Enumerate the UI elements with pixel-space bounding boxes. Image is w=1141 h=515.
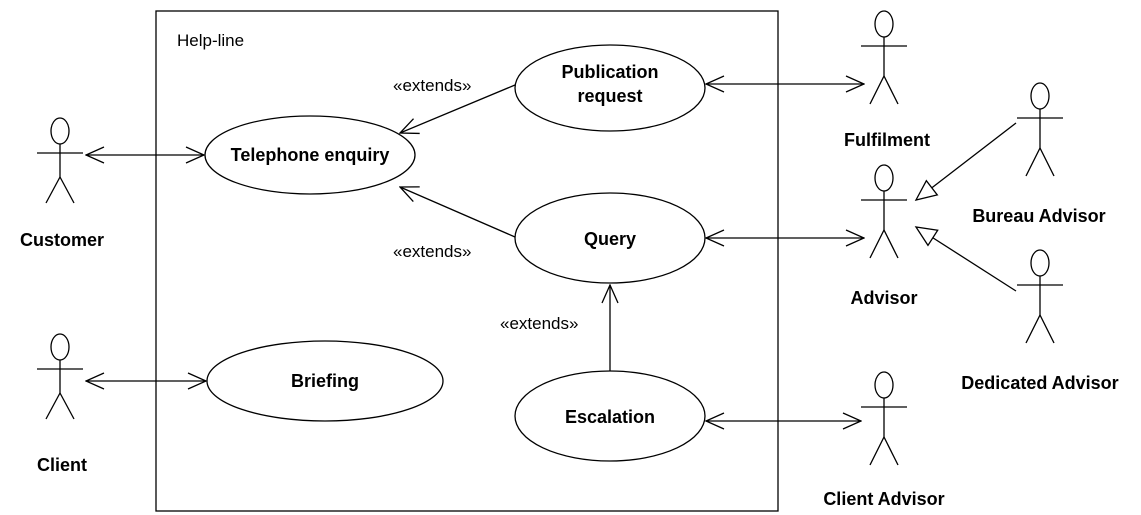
use-case-briefing: Briefing bbox=[206, 340, 444, 422]
use-case-query: Query bbox=[514, 192, 706, 284]
actor-bureau-advisor-label: Bureau Advisor bbox=[972, 206, 1105, 226]
extends-query-label: «extends» bbox=[393, 242, 471, 261]
actor-customer-label: Customer bbox=[20, 230, 104, 250]
use-case-escalation: Escalation bbox=[514, 370, 706, 462]
actor-dedicated-advisor bbox=[1017, 249, 1063, 344]
stick-figure-icon bbox=[861, 371, 907, 466]
extends-publication-label: «extends» bbox=[393, 76, 471, 95]
use-case-publication-request: Publication request bbox=[514, 44, 706, 132]
extends-query-to-telephone-line bbox=[400, 187, 516, 238]
actor-customer bbox=[37, 117, 83, 204]
actor-dedicated-advisor-label: Dedicated Advisor bbox=[961, 373, 1118, 393]
actor-client-advisor-label: Client Advisor bbox=[823, 489, 944, 509]
extends-escalation-label: «extends» bbox=[500, 314, 578, 333]
stick-figure-icon bbox=[1017, 82, 1063, 177]
stick-figure-icon bbox=[1017, 249, 1063, 344]
generalization-dedicated-advisor bbox=[914, 226, 1017, 292]
actor-client-label: Client bbox=[37, 455, 87, 475]
actor-advisor-label: Advisor bbox=[850, 288, 917, 308]
use-case-escalation-label: Escalation bbox=[565, 407, 655, 427]
generalization-bureau-advisor bbox=[914, 122, 1017, 201]
actor-bureau-advisor bbox=[1017, 82, 1063, 177]
use-case-query-label: Query bbox=[584, 229, 636, 249]
actor-advisor bbox=[861, 164, 907, 259]
actor-fulfilment bbox=[861, 10, 907, 105]
stick-figure-icon bbox=[861, 10, 907, 105]
actor-client-advisor bbox=[861, 371, 907, 466]
stick-figure-icon bbox=[861, 164, 907, 259]
use-case-publication-request-label-line2: request bbox=[577, 86, 642, 106]
actor-client bbox=[37, 333, 83, 420]
use-case-telephone-enquiry-label: Telephone enquiry bbox=[231, 145, 390, 165]
system-boundary bbox=[155, 10, 779, 512]
use-case-publication-request-label-line1: Publication bbox=[561, 62, 658, 82]
actor-fulfilment-label: Fulfilment bbox=[844, 130, 930, 150]
stick-figure-icon bbox=[37, 117, 83, 204]
extends-publication-to-telephone-line bbox=[400, 84, 516, 133]
use-case-telephone-enquiry: Telephone enquiry bbox=[204, 115, 416, 195]
stick-figure-icon bbox=[37, 333, 83, 420]
use-case-briefing-label: Briefing bbox=[291, 371, 359, 391]
system-name-label: Help-line bbox=[177, 31, 244, 50]
